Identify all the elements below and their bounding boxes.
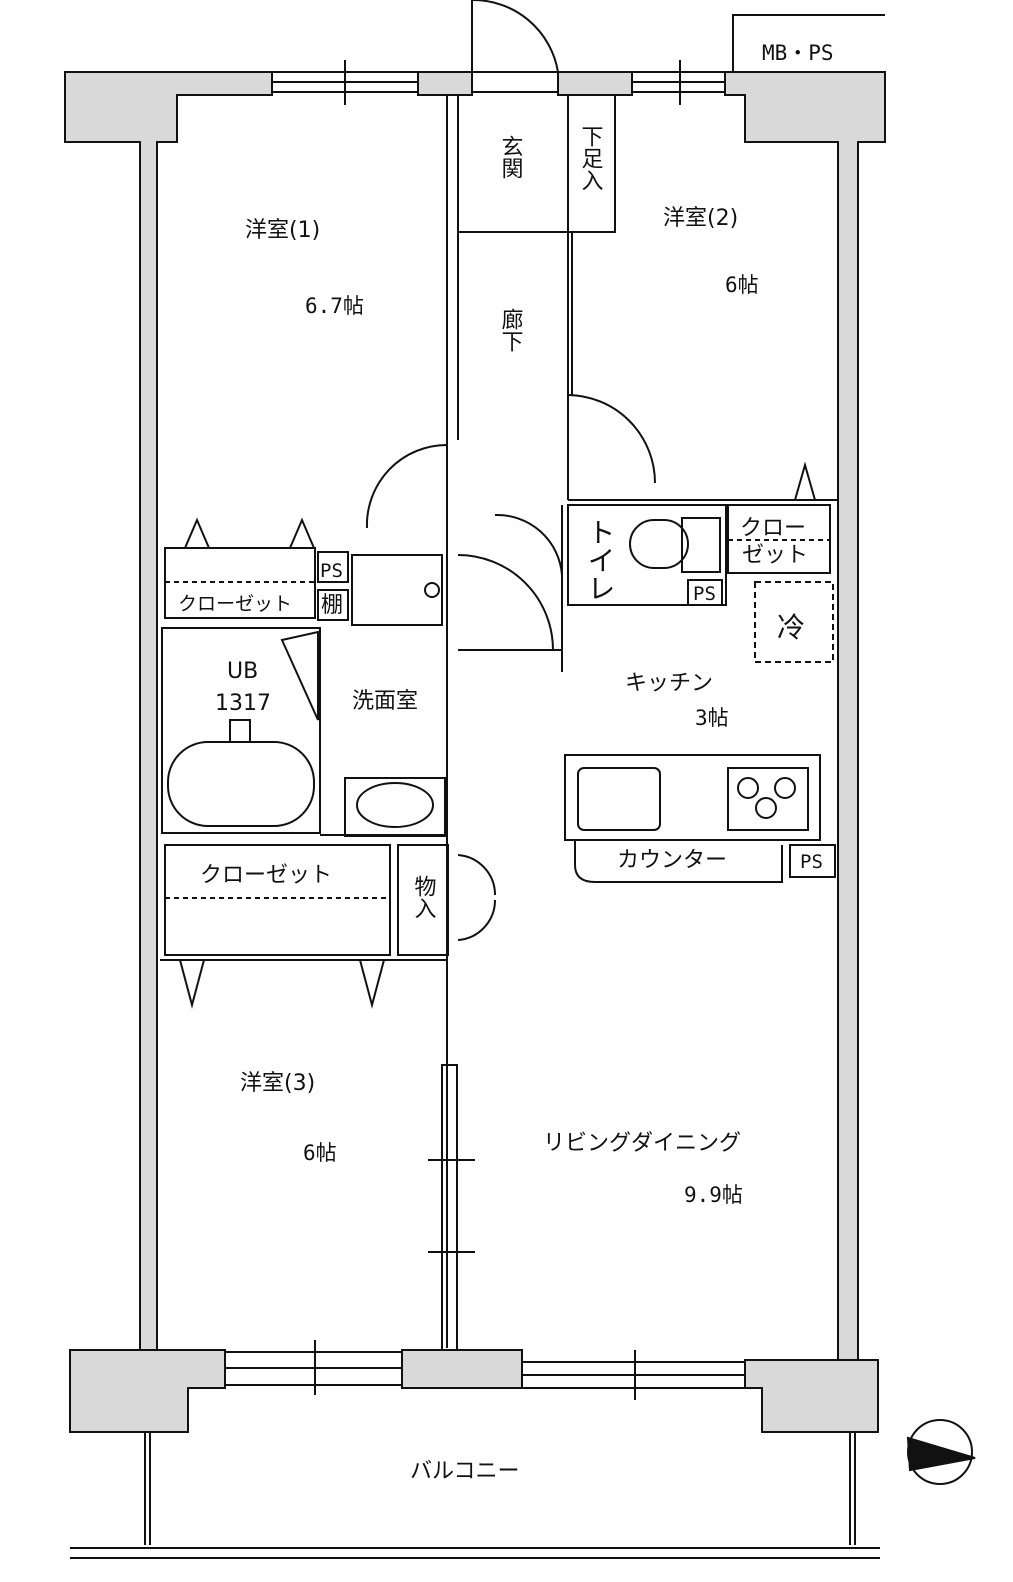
- room-living-size: 9.9帖: [684, 1183, 743, 1207]
- room-western2-size: 6帖: [725, 273, 759, 297]
- wall-bottom-left-corner: [69, 1349, 226, 1433]
- interior-lines: [70, 0, 976, 1559]
- label-fridge: 冷: [777, 611, 805, 644]
- room-kitchen-size: 3帖: [695, 706, 729, 730]
- room-entrance-name: 玄関: [498, 135, 523, 179]
- label-counter: カウンター: [617, 848, 727, 873]
- wall-top-segment-1: [417, 71, 473, 96]
- wall-bottom-right-corner: [744, 1359, 879, 1433]
- wall-bottom-mid-left: [401, 1349, 523, 1389]
- room-western3-name: 洋室(3): [240, 1071, 315, 1096]
- room-toilet-name: トイレ: [584, 518, 617, 602]
- toilet-room: [567, 504, 727, 606]
- entrance-door-swing: [472, 0, 559, 73]
- wall-top-right-corner: [724, 71, 886, 1361]
- kitchen-stove: [727, 767, 809, 831]
- fridge-space: [754, 581, 834, 663]
- kitchen-counter: [564, 754, 821, 841]
- shoe-cabinet: [567, 94, 616, 233]
- room-western3-size: 6帖: [303, 1141, 337, 1165]
- room-living-name: リビングダイニング: [543, 1131, 741, 1156]
- label-mbps: MB・PS: [762, 41, 834, 65]
- walls: [64, 71, 886, 1433]
- room-hall-name: 廊下: [498, 308, 524, 352]
- room-western1-size: 6.7帖: [305, 294, 364, 318]
- label-ps-left: PS: [320, 560, 343, 582]
- room-balcony-name: バルコニー: [410, 1459, 520, 1484]
- room-western1-name: 洋室(1): [245, 218, 320, 243]
- label-ps-toilet: PS: [693, 583, 716, 605]
- label-closet-split-2: ゼット: [742, 543, 808, 568]
- wash-basin: [344, 777, 446, 837]
- room-shoe-name: 下足入: [578, 125, 604, 191]
- mbps-box: [732, 14, 885, 72]
- sliding-partition: [441, 1064, 458, 1351]
- room-kitchen-name: キッチン: [625, 671, 713, 696]
- washroom-door-swing: [457, 554, 554, 651]
- label-shelf: 棚: [321, 593, 343, 618]
- compass-arrow: [906, 1436, 976, 1472]
- room2-door-swing: [567, 394, 656, 484]
- toilet-bowl: [629, 519, 689, 569]
- closet-left-lower: [164, 844, 391, 956]
- counter-top: [574, 840, 783, 883]
- label-storage: 物入: [411, 875, 437, 919]
- room1-door-swing: [365, 444, 448, 529]
- washing-machine: [351, 554, 443, 626]
- kitchen-sink: [577, 767, 661, 831]
- room-washroom-name: 洗面室: [352, 689, 418, 714]
- label-ps-counter: PS: [800, 851, 823, 873]
- label-closet-lower: クローゼット: [200, 863, 332, 888]
- label-closet-upper: クローゼット: [178, 593, 292, 615]
- wall-top-segment-2: [557, 71, 633, 96]
- storage-closet: [397, 844, 449, 956]
- label-closet-split-1: クロー: [740, 516, 806, 541]
- room-western2-name: 洋室(2): [663, 206, 738, 231]
- toilet-door-swing: [494, 513, 563, 576]
- window-top-2: [471, 71, 559, 93]
- toilet-tank: [681, 517, 721, 573]
- room-bath-name: UB: [227, 659, 258, 684]
- unit-bath: [161, 627, 321, 834]
- room-bath-code: 1317: [215, 691, 271, 716]
